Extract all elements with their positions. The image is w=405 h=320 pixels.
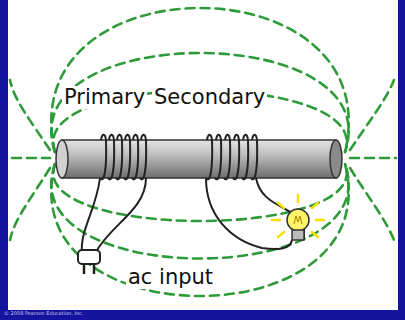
coil-turn	[116, 135, 122, 180]
coil-turn	[233, 135, 239, 180]
coil-windings	[100, 135, 257, 180]
coil-turn	[100, 135, 106, 180]
wires	[82, 178, 304, 252]
coil-turn	[108, 135, 114, 180]
coil-turn	[242, 135, 248, 180]
coil-turn	[206, 135, 212, 180]
field-lines	[10, 8, 396, 296]
coil-label: Secondary	[152, 86, 267, 109]
coil-turn	[124, 135, 130, 180]
lightbulb-symbol	[272, 195, 324, 240]
iron-core	[56, 140, 342, 178]
white-panel	[8, 0, 398, 310]
coil-turn	[215, 135, 221, 180]
input-label: ac input	[126, 266, 215, 289]
coil-label: Primary	[62, 86, 147, 109]
coil-turn	[251, 135, 257, 180]
plug-symbol	[78, 250, 100, 274]
copyright-note: © 2008 Pearson Education, Inc.	[2, 311, 85, 317]
coil-turn	[140, 135, 146, 180]
coil-turn	[224, 135, 230, 180]
coil-turn	[132, 135, 138, 180]
